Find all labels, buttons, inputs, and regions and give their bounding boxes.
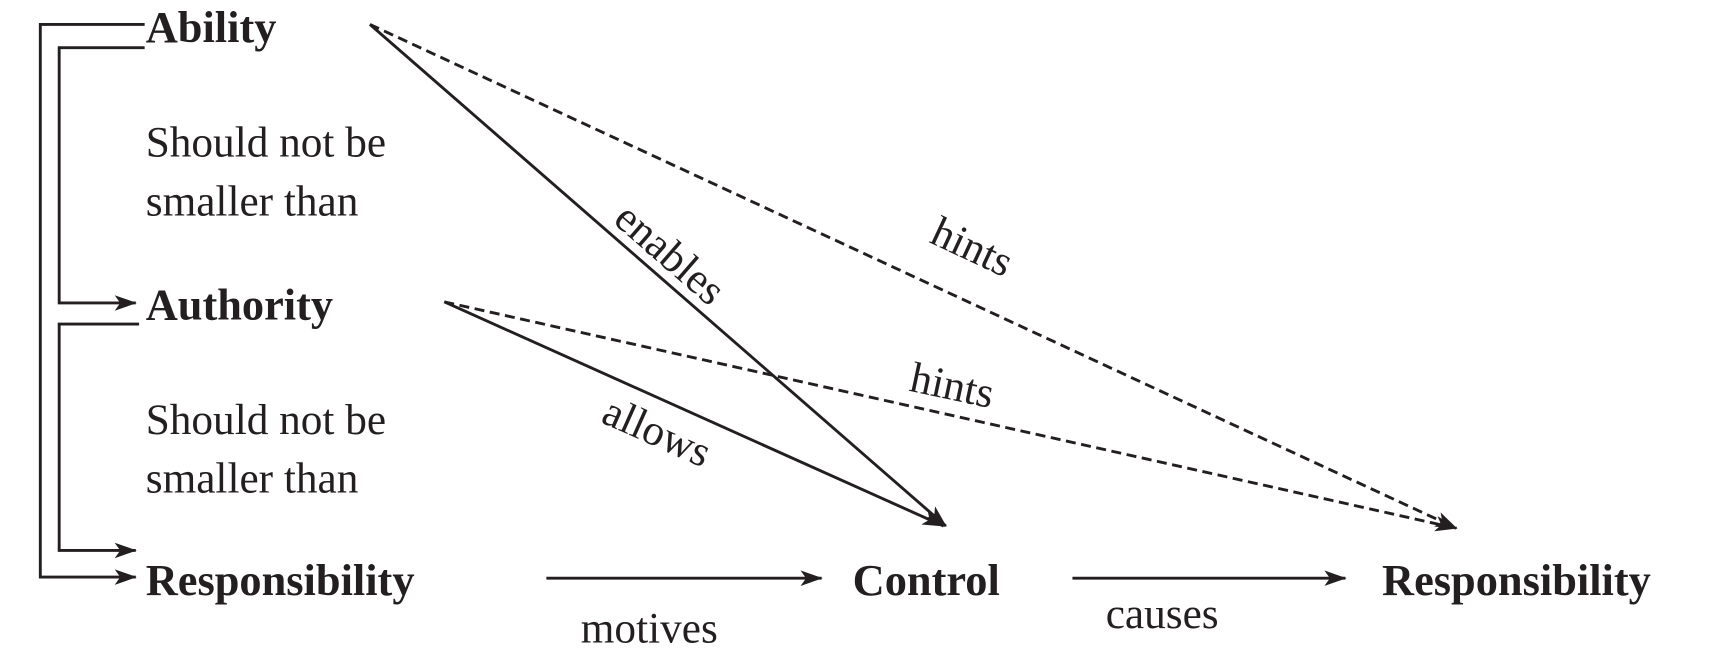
node-ability: Ability: [146, 2, 277, 52]
constraint-1-line1: Should not be: [146, 118, 386, 166]
label-enables: enables: [605, 193, 734, 314]
constraint-1-line2: smaller than: [146, 177, 359, 225]
node-control: Control: [853, 555, 1000, 605]
bracket-authority-to-responsibility: [57, 322, 140, 559]
label-hints-ability: hints: [924, 207, 1021, 286]
edge-ability-enables-control: [368, 23, 947, 528]
edge-authority-hints-responsibility: [443, 300, 1458, 532]
node-responsibility-left: Responsibility: [146, 555, 415, 605]
constraint-2-line2: smaller than: [146, 455, 359, 503]
bracket-ability-to-authority: [57, 46, 145, 311]
label-allows: allows: [596, 387, 719, 477]
bracket-ability-to-responsibility: [38, 22, 145, 585]
label-motives: motives: [581, 605, 718, 653]
edge-ability-hints-responsibility: [369, 23, 1458, 530]
edge-authority-allows-control: [443, 300, 945, 528]
node-responsibility-right: Responsibility: [1382, 555, 1651, 605]
constraint-2-line1: Should not be: [146, 396, 386, 444]
node-authority: Authority: [146, 280, 333, 330]
label-causes: causes: [1106, 590, 1219, 638]
